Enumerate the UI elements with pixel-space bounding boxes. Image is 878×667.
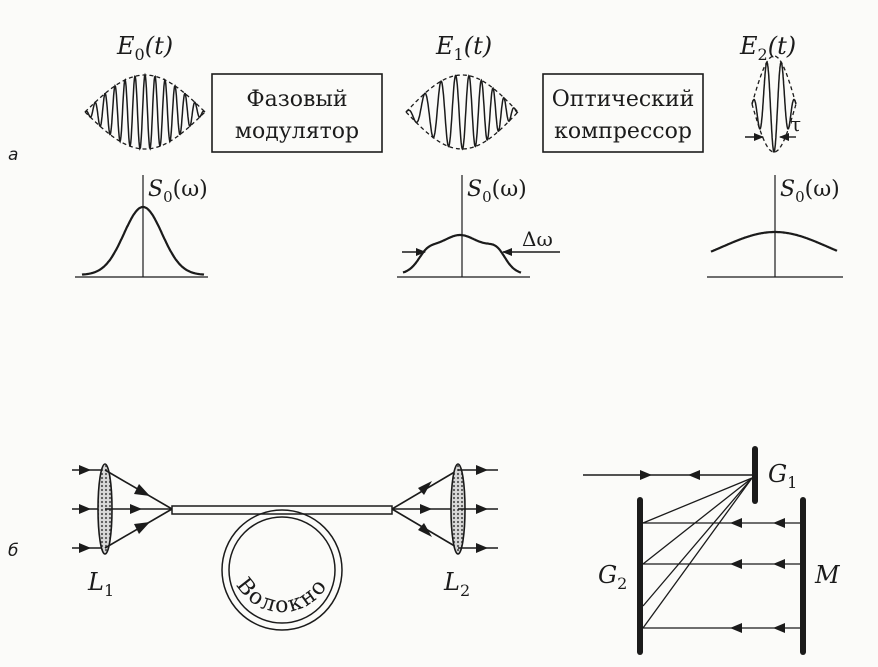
- pulse-label-e1: E1(t): [435, 32, 492, 64]
- pulse-label-e2: E2(t): [739, 32, 796, 64]
- spectrum-label-0: S0(ω): [148, 177, 208, 206]
- lens-label-l2: L2: [443, 568, 470, 600]
- panel-label-a: а: [8, 145, 18, 165]
- lens-label-l1: L1: [87, 568, 114, 600]
- pulse-width-marker: τ: [745, 112, 801, 141]
- grating-label-g2: G2: [598, 561, 627, 593]
- pulse-waveform-e2: [751, 55, 797, 153]
- spectrum-axes-2: [707, 175, 843, 278]
- diverging-rays: [391, 469, 459, 549]
- fiber-label: Волокно: [231, 573, 333, 618]
- bandwidth-marker: Δω: [402, 227, 560, 256]
- pulse-waveform-e0: [84, 72, 206, 151]
- modulator-line-2: модулятор: [235, 119, 359, 144]
- phase-modulator-box: Фазовый модулятор: [211, 73, 383, 153]
- compressor-line-1: Оптический: [552, 87, 695, 112]
- optical-compressor-box: Оптический компрессор: [542, 73, 704, 153]
- pulse-waveform-e1: [405, 74, 519, 151]
- grating-g1: [752, 446, 758, 504]
- spectrum-axes-1: [397, 175, 530, 278]
- spectrum-axes-0: [75, 175, 208, 278]
- grating-label-g1: G1: [768, 460, 797, 492]
- grating-g2: [637, 497, 643, 655]
- output-beams: [458, 465, 498, 553]
- spectrum-label-1: S0(ω): [467, 177, 527, 206]
- pulse-label-e0: E0(t): [116, 32, 173, 64]
- pulse-width-label: τ: [790, 112, 801, 136]
- panel-label-b: б: [8, 541, 18, 561]
- mirror-label: M: [814, 561, 841, 589]
- compressor-line-2: компрессор: [554, 119, 692, 144]
- modulator-line-1: Фазовый: [246, 87, 347, 112]
- bandwidth-label: Δω: [522, 227, 553, 251]
- mirror-m: [800, 497, 806, 655]
- converging-rays: [104, 469, 173, 549]
- fiber: Волокно: [171, 505, 393, 631]
- grating-compressor: G1 G2 M: [583, 446, 841, 655]
- spectrum-label-2: S0(ω): [780, 177, 840, 206]
- spectrum-curve-gaussian: [81, 205, 205, 276]
- spectrum-curve-wide: [710, 230, 838, 253]
